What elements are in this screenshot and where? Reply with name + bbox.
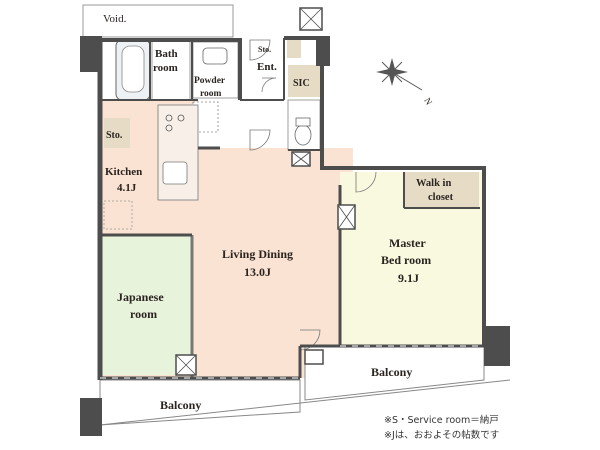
- washbasin: [202, 47, 228, 65]
- label-storage: Sto.: [106, 130, 123, 141]
- door-arc-master: [355, 171, 377, 193]
- label-storage-small: Sto.: [258, 45, 271, 54]
- label-bath-1: Bath: [155, 48, 178, 60]
- label-balcony-left: Balcony: [160, 398, 201, 412]
- burner-1: [165, 114, 173, 122]
- burner-3: [165, 124, 173, 132]
- walk-in-closet-floor: [404, 172, 479, 208]
- column-bottom-left: [80, 398, 102, 436]
- label-void: Void.: [103, 13, 127, 25]
- label-living: Living Dining: [222, 247, 293, 261]
- label-entrance: Ent.: [257, 61, 277, 73]
- balcony-edge-line: [99, 379, 511, 426]
- label-living-size: 13.0J: [244, 265, 271, 279]
- label-japanese-1: Japanese: [117, 290, 164, 304]
- kitchen-sink: [162, 161, 188, 185]
- pipe-shaft-5: [304, 349, 324, 365]
- door-arc-balcony: [299, 329, 321, 351]
- japanese-room-floor: [100, 235, 192, 375]
- toilet: [294, 124, 312, 146]
- door-arc-1: [249, 129, 271, 151]
- sic-floor: [288, 65, 320, 97]
- toilet-tank: [295, 117, 311, 127]
- hallway-floor: [198, 148, 353, 183]
- bathtub-inner: [121, 45, 145, 93]
- void-area: [82, 4, 234, 38]
- burner-2: [177, 114, 185, 122]
- column-top-right: [316, 36, 330, 66]
- outer-walls: [97, 36, 486, 380]
- bath-room-floor: [151, 39, 191, 101]
- label-japanese-2: room: [130, 307, 157, 321]
- label-powder-2: room: [200, 89, 222, 99]
- label-powder-1: Powder: [194, 76, 226, 86]
- storage-floor: [104, 118, 130, 148]
- fridge-space: [103, 200, 133, 230]
- column-top-left: [80, 36, 102, 72]
- corridor-floor: [220, 98, 284, 146]
- storage-small-floor: [287, 38, 301, 58]
- label-balcony-right: Balcony: [371, 365, 412, 379]
- door-arc-sto: [261, 77, 277, 93]
- note-service-room: ※S・Service room＝納戸: [384, 415, 499, 426]
- label-kitchen-size: 4.1J: [117, 182, 137, 194]
- label-master-2: Bed room: [381, 253, 431, 267]
- compass-label: N: [422, 96, 434, 107]
- label-walkin-2: closet: [428, 192, 454, 203]
- label-sic: SIC: [293, 78, 310, 89]
- door-arc-entrance: [249, 39, 271, 61]
- label-master-size: 9.1J: [398, 271, 419, 285]
- note-jo-size: ※Jは、おおよその帖数です: [384, 430, 500, 441]
- label-walkin-1: Walk in: [416, 178, 451, 189]
- label-kitchen: Kitchen: [105, 166, 142, 178]
- label-bath-2: room: [153, 62, 178, 74]
- label-master-1: Master: [389, 236, 426, 250]
- compass-rose-icon: [376, 58, 423, 91]
- column-right: [484, 326, 510, 366]
